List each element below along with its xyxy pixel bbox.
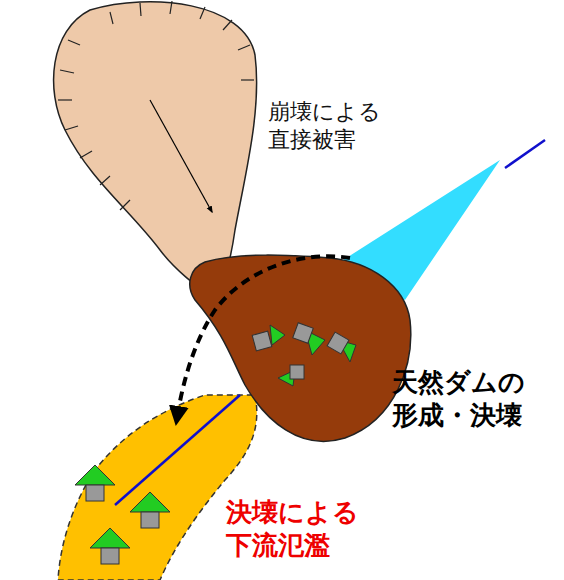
flow-path-arrow: [177, 256, 350, 418]
dam-label: 天然ダムの 形成・決壊: [392, 366, 538, 431]
slide-direction-arrow: [150, 100, 212, 212]
damage-label: 崩壊による 直接被害: [268, 98, 391, 153]
landslide-area: [54, 2, 257, 300]
river: [505, 140, 545, 168]
natural-dam: [190, 255, 411, 441]
scarp-hatching: [58, 1, 254, 210]
debris: [252, 323, 356, 386]
flood-label: 決壊による 下流氾濫: [226, 496, 372, 561]
house-icons: [75, 465, 170, 564]
